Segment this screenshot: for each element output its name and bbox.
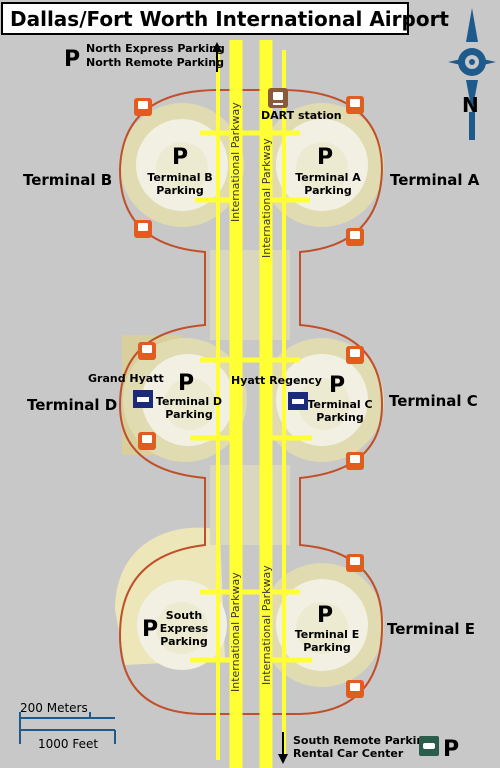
terminal-a-parking-line2: Parking (304, 184, 351, 197)
south-express-parking-area (156, 602, 208, 654)
south-express-parking-line3: Parking (160, 635, 207, 648)
train-icon (346, 96, 364, 114)
train-icon (138, 432, 156, 450)
north-remote-parking-label: North Remote Parking (86, 56, 224, 69)
scale-feet-label: 1000 Feet (38, 737, 98, 751)
terminal-d-parking-line2: Parking (165, 408, 212, 421)
compass-north-letter: N (462, 93, 479, 117)
terminal-e-parking-line2: Parking (303, 641, 350, 654)
terminal-ramps (190, 130, 312, 663)
dart-station-label: DART station (261, 109, 342, 122)
train-icon (346, 680, 364, 698)
terminal-c-parking-line1: Terminal C (307, 398, 372, 411)
south-express-parking-symbol: P (142, 617, 158, 642)
south-parking-symbol: P (443, 737, 459, 762)
car-rental-icon (419, 736, 439, 756)
south-express-parking-line1: South (166, 609, 202, 622)
terminal-e-label: Terminal E (387, 620, 475, 638)
north-parking-symbol: P (64, 47, 80, 72)
compass-icon (448, 8, 496, 140)
parkway-label-south-east: International Parkway (260, 565, 273, 685)
terminal-d-parking-symbol: P (178, 371, 194, 396)
train-icon (346, 554, 364, 572)
corridor-south (210, 465, 290, 545)
parkway-label-south-west: International Parkway (229, 572, 242, 692)
terminal-b-parking-line2: Parking (156, 184, 203, 197)
parkway-label-north-west: International Parkway (229, 102, 242, 222)
north-arrow-icon (212, 42, 222, 72)
dart-train-icon (268, 88, 288, 108)
train-icon (346, 346, 364, 364)
terminal-b-parking-symbol: P (172, 145, 188, 170)
south-remote-parking-label: South Remote Parking (293, 734, 432, 747)
scale-bar (19, 712, 116, 744)
terminal-b-parking-area (156, 142, 208, 194)
train-icon (346, 228, 364, 246)
terminal-a-parking-area (296, 142, 348, 194)
rental-car-center-label: Rental Car Center (293, 747, 404, 760)
terminal-a-label: Terminal A (390, 171, 480, 189)
scale-meters-label: 200 Meters (20, 701, 88, 715)
train-icon (138, 342, 156, 360)
terminal-e-parking-line1: Terminal E (295, 628, 360, 641)
terminal-c-parking-symbol: P (329, 373, 345, 398)
hyatt-regency-hotel-icon (288, 392, 308, 410)
title-box (1, 2, 409, 35)
parkway-label-north-east: International Parkway (260, 138, 273, 258)
south-arrow-icon (278, 732, 288, 764)
terminal-b-parking-line1: Terminal B (147, 171, 212, 184)
map-title: Dallas/Fort Worth International Airport (10, 7, 449, 31)
terminal-c-parking-line2: Parking (316, 411, 363, 424)
train-icon (134, 98, 152, 116)
hyatt-regency-label: Hyatt Regency (231, 374, 322, 387)
terminal-d-parking-line1: Terminal D (156, 395, 222, 408)
train-icon (134, 220, 152, 238)
train-icon (346, 452, 364, 470)
terminal-e-parking-symbol: P (317, 603, 333, 628)
grand-hyatt-label: Grand Hyatt (88, 372, 164, 385)
terminal-c-label: Terminal C (389, 392, 478, 410)
terminal-d-parking-area (164, 378, 216, 430)
grand-hyatt-hotel-icon (133, 390, 153, 408)
terminal-d-label: Terminal D (27, 396, 117, 414)
terminal-a-parking-symbol: P (317, 145, 333, 170)
terminal-c-parking-area (298, 378, 350, 430)
south-express-parking-line2: Express (160, 622, 209, 635)
corridor-north (210, 250, 290, 340)
terminal-a-parking-line1: Terminal A (295, 171, 361, 184)
north-express-parking-label: North Express Parking (86, 42, 225, 55)
terminal-e-parking-area (296, 602, 348, 654)
terminal-b-label: Terminal B (23, 171, 112, 189)
terminal-loop (118, 89, 384, 715)
skylink-train-icons (134, 96, 364, 698)
